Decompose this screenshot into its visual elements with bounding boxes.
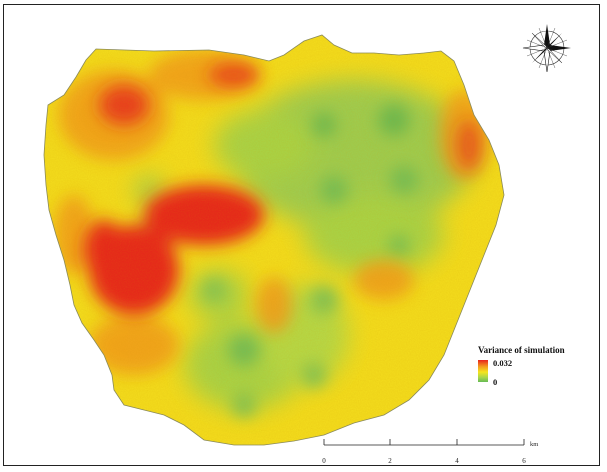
scale-bar (323, 439, 525, 446)
legend-title: Variance of simulation (478, 345, 565, 355)
scale-tick-2: 2 (388, 457, 392, 465)
legend-min-label: 0 (493, 377, 498, 387)
scale-tick-4: 4 (455, 457, 459, 465)
legend-color-ramp (478, 360, 488, 382)
map-canvas (43, 24, 571, 446)
scale-tick-6: 6 (522, 457, 526, 465)
scale-tick-0: 0 (322, 457, 326, 465)
region-boundary (43, 34, 505, 446)
map-frame: Variance of simulation 0.032 0 0 2 4 6 k… (3, 4, 600, 466)
compass-rose-icon (522, 24, 571, 73)
legend-max-label: 0.032 (493, 358, 513, 368)
variance-surface (44, 35, 504, 445)
scale-unit: km (530, 441, 539, 448)
